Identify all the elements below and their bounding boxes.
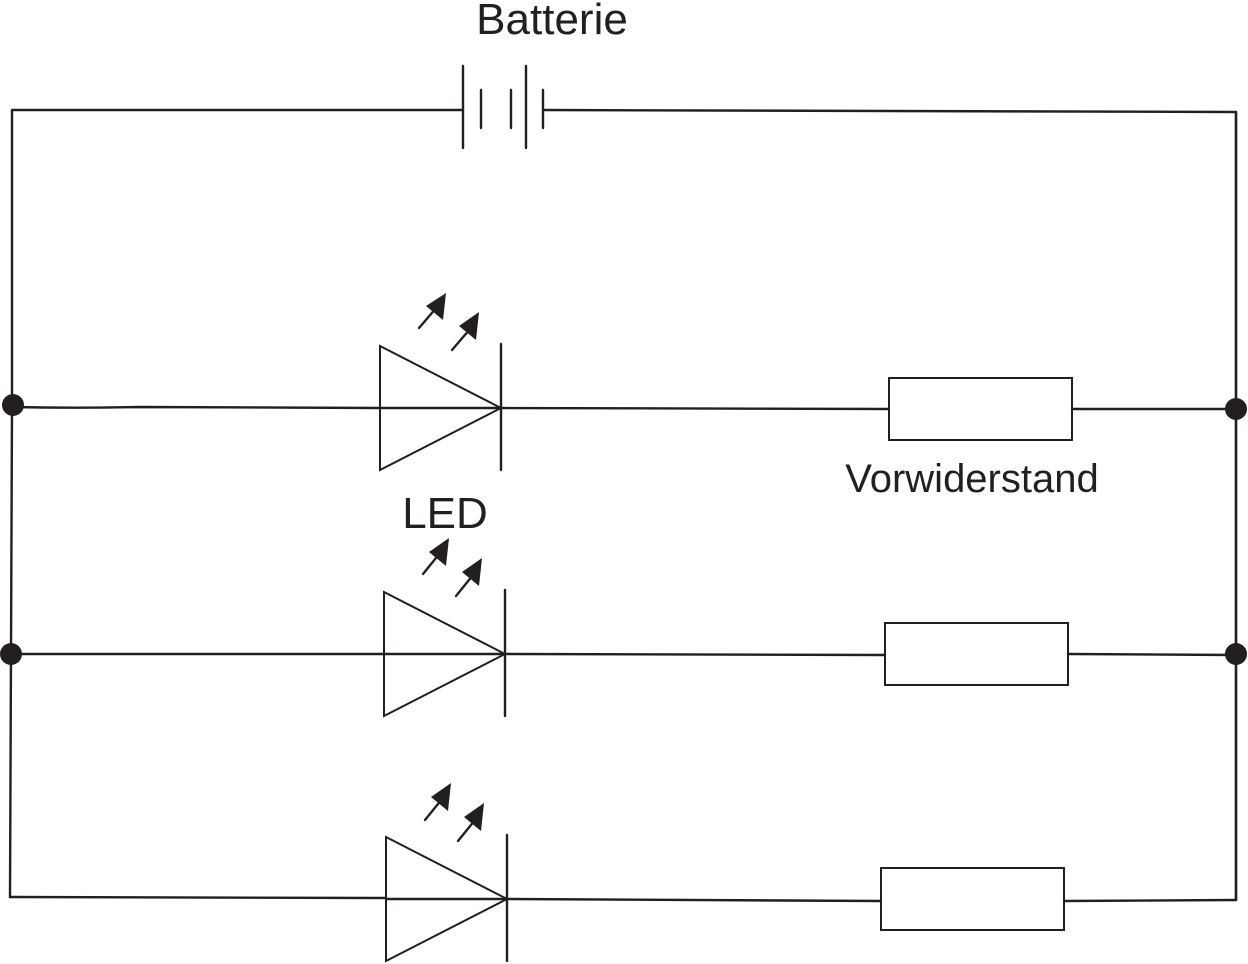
led-1 [378, 342, 504, 472]
branch-1 [2, 293, 1247, 472]
junction-left-2 [0, 643, 22, 665]
battery-symbol [461, 64, 545, 150]
led-label: LED [402, 489, 488, 538]
junction-right-2 [1225, 643, 1247, 665]
light-arrow-1a-icon [417, 293, 446, 330]
light-arrow-2a-icon [421, 538, 449, 576]
light-arrow-3b-icon [456, 803, 484, 843]
battery-wire [10, 108, 1238, 902]
light-arrow-2b-icon [454, 558, 482, 598]
resistor-2 [884, 622, 1069, 686]
resistor-3 [880, 867, 1065, 931]
battery-label: Batterie [476, 0, 628, 44]
branch-3 [8, 783, 1238, 963]
light-arrow-1b-icon [450, 312, 479, 352]
branch-2 [0, 538, 1247, 718]
junction-right-1 [1225, 398, 1247, 420]
resistor-1 [888, 377, 1073, 441]
led-2 [382, 588, 508, 718]
junction-left-1 [2, 394, 24, 416]
led-3 [384, 833, 510, 963]
resistor-label: Vorwiderstand [845, 457, 1098, 501]
light-arrow-3a-icon [423, 783, 451, 822]
